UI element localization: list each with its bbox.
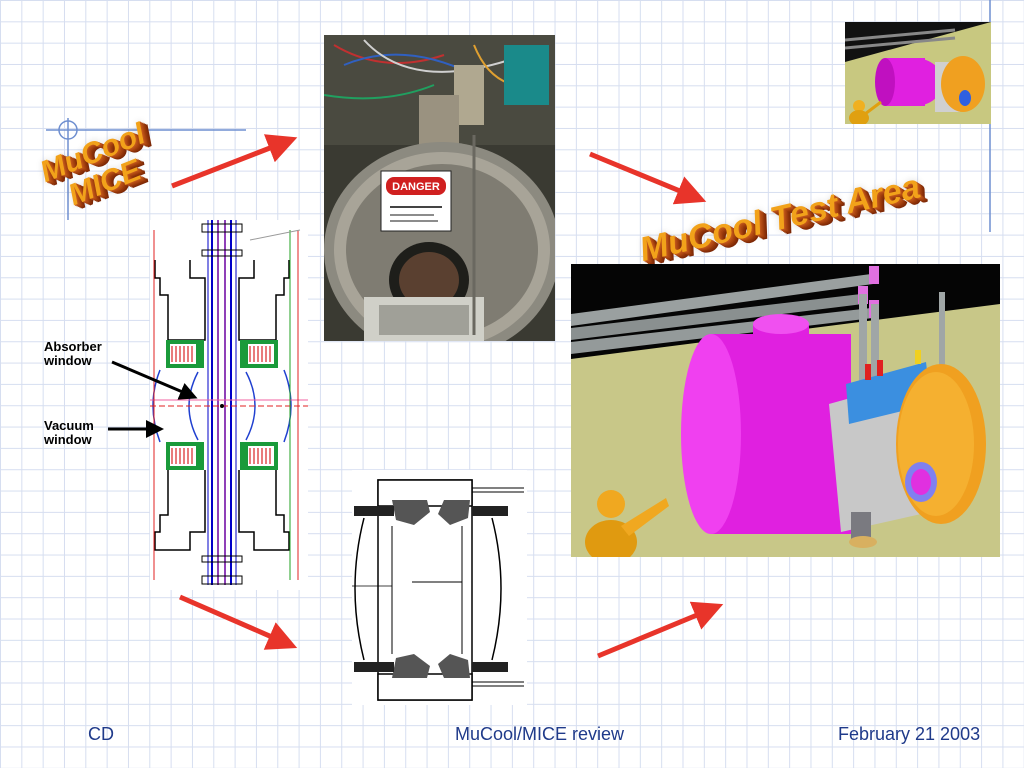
footer-center: MuCool/MICE review xyxy=(455,724,625,744)
arrow-up-right xyxy=(171,134,298,189)
decorative-crosshair xyxy=(46,118,246,220)
arrow-up-right-bottom xyxy=(597,601,724,659)
absorber-cross-section-diagram xyxy=(150,220,308,590)
footer-right: February 21 2003 xyxy=(838,724,981,744)
test-area-thumbnail xyxy=(845,22,991,124)
vacuum-window-label: Vacuum window xyxy=(44,419,94,447)
danger-sign-text: DANGER xyxy=(392,181,440,193)
absorber-label-line2: window xyxy=(44,353,92,368)
arrow-down-right-bottom xyxy=(179,594,298,650)
vacuum-label-line1: Vacuum xyxy=(44,418,94,433)
vacuum-label-line2: window xyxy=(44,432,92,447)
absorber-window-label: Absorber window xyxy=(44,340,102,368)
test-area-render xyxy=(571,264,1000,557)
footer-left: CD xyxy=(88,724,114,744)
absorber-label-line1: Absorber xyxy=(44,339,102,354)
diagram-callout-arrows xyxy=(108,360,198,438)
arrow-down-right-top xyxy=(589,151,707,205)
window-cross-section-drawing xyxy=(352,470,527,705)
magnet-photo: DANGER xyxy=(324,35,555,341)
